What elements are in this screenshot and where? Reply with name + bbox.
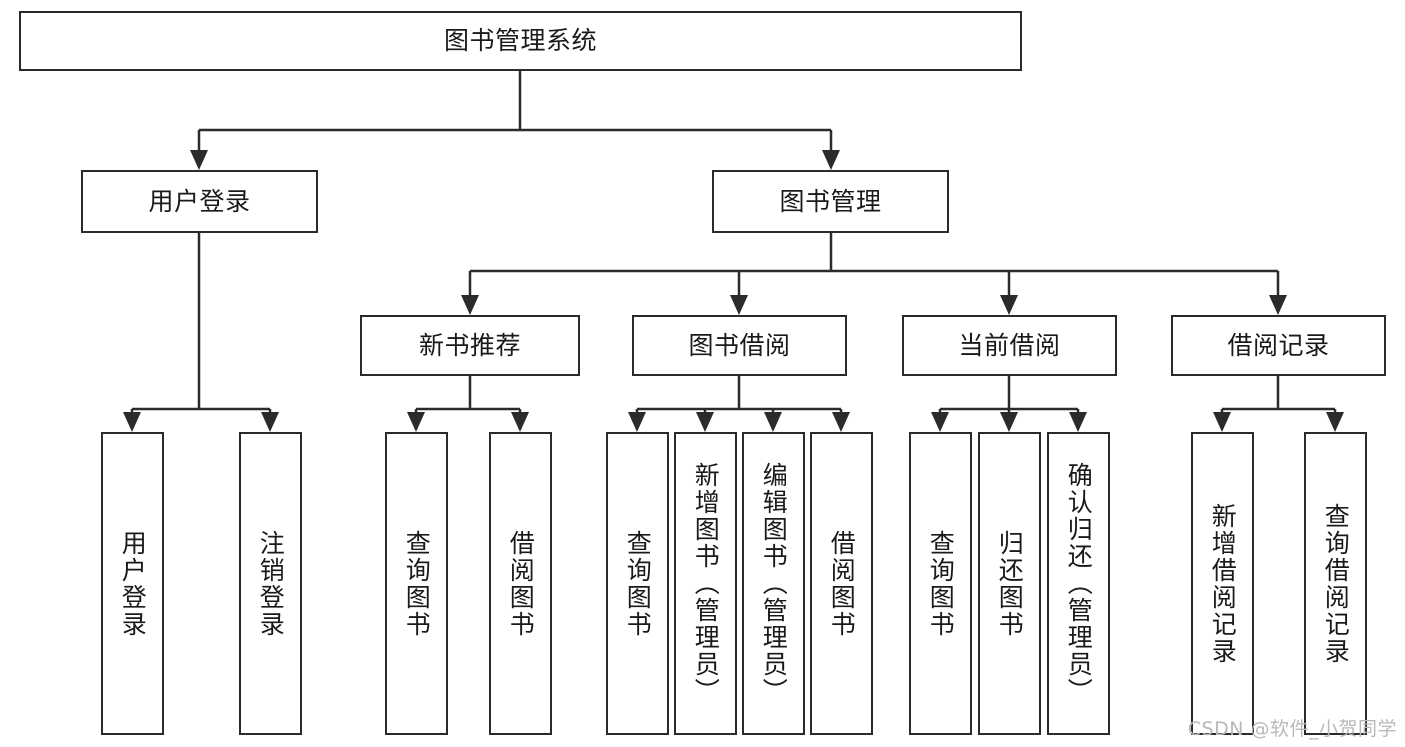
- arrow-leaf-user-logout: [261, 412, 279, 432]
- node-leaf-confirm-return[interactable]: 确认归还（管理员）: [1047, 432, 1110, 735]
- arrow-leaf-confirm-return: [1069, 412, 1087, 432]
- node-leaf-user-logout[interactable]: 注销登录: [239, 432, 302, 735]
- node-leaf-query-book-2[interactable]: 查询图书: [606, 432, 669, 735]
- node-leaf-add-record[interactable]: 新增借阅记录: [1191, 432, 1254, 735]
- arrow-leaf-user-login: [123, 412, 141, 432]
- node-book-borrow[interactable]: 图书借阅: [632, 315, 847, 376]
- node-label: 借阅记录: [1227, 330, 1330, 360]
- node-label: 当前借阅: [958, 330, 1061, 360]
- node-leaf-return-book[interactable]: 归还图书: [978, 432, 1041, 735]
- node-label: 新增借阅记录: [1208, 502, 1238, 665]
- node-leaf-borrow-book-1[interactable]: 借阅图书: [489, 432, 552, 735]
- node-label: 查询图书: [623, 529, 653, 638]
- node-leaf-query-book-1[interactable]: 查询图书: [385, 432, 448, 735]
- arrow-current-borrow: [1000, 295, 1018, 315]
- node-label: 确认归还（管理员）: [1064, 462, 1094, 705]
- node-book-manage[interactable]: 图书管理: [712, 170, 949, 233]
- node-leaf-add-book[interactable]: 新增图书（管理员）: [674, 432, 737, 735]
- node-label: 用户登录: [118, 529, 148, 638]
- arrow-leaf-borrow-book-2: [832, 412, 850, 432]
- node-borrow-record[interactable]: 借阅记录: [1171, 315, 1386, 376]
- node-label: 查询借阅记录: [1321, 502, 1351, 665]
- arrow-leaf-add-record: [1213, 412, 1231, 432]
- node-label: 查询图书: [402, 529, 432, 638]
- node-label: 新书推荐: [418, 330, 521, 360]
- arrow-leaf-borrow-book-1: [511, 412, 529, 432]
- arrow-new-book-recommend: [461, 295, 479, 315]
- arrow-leaf-query-book-3: [931, 412, 949, 432]
- arrow-book-manage: [822, 150, 840, 170]
- node-label: 注销登录: [256, 529, 286, 638]
- arrow-leaf-query-book-1: [407, 412, 425, 432]
- node-leaf-query-book-3[interactable]: 查询图书: [909, 432, 972, 735]
- arrow-borrow-record: [1269, 295, 1287, 315]
- arrow-leaf-query-book-2: [628, 412, 646, 432]
- node-leaf-edit-book[interactable]: 编辑图书（管理员）: [742, 432, 805, 735]
- arrow-book-borrow: [730, 295, 748, 315]
- node-label: 图书管理系统: [443, 26, 597, 56]
- node-new-book-recommend[interactable]: 新书推荐: [360, 315, 580, 376]
- node-label: 借阅图书: [827, 529, 857, 638]
- arrow-leaf-edit-book: [764, 412, 782, 432]
- node-label: 查询图书: [926, 529, 956, 638]
- node-label: 借阅图书: [506, 529, 536, 638]
- node-label: 新增图书（管理员）: [691, 462, 721, 705]
- node-leaf-query-record[interactable]: 查询借阅记录: [1304, 432, 1367, 735]
- node-label: 图书借阅: [688, 330, 791, 360]
- arrow-leaf-query-record: [1326, 412, 1344, 432]
- arrow-user-login: [190, 150, 208, 170]
- node-label: 归还图书: [995, 529, 1025, 638]
- node-label: 编辑图书（管理员）: [759, 462, 789, 705]
- node-current-borrow[interactable]: 当前借阅: [902, 315, 1117, 376]
- node-root-system[interactable]: 图书管理系统: [19, 11, 1022, 71]
- arrow-leaf-add-book: [696, 412, 714, 432]
- node-label: 用户登录: [148, 186, 251, 216]
- arrow-leaf-return-book: [1000, 412, 1018, 432]
- node-user-login[interactable]: 用户登录: [81, 170, 318, 233]
- watermark-text: CSDN @软件_小贺同学: [1187, 718, 1397, 740]
- node-leaf-user-login[interactable]: 用户登录: [101, 432, 164, 735]
- node-leaf-borrow-book-2[interactable]: 借阅图书: [810, 432, 873, 735]
- node-label: 图书管理: [779, 186, 882, 216]
